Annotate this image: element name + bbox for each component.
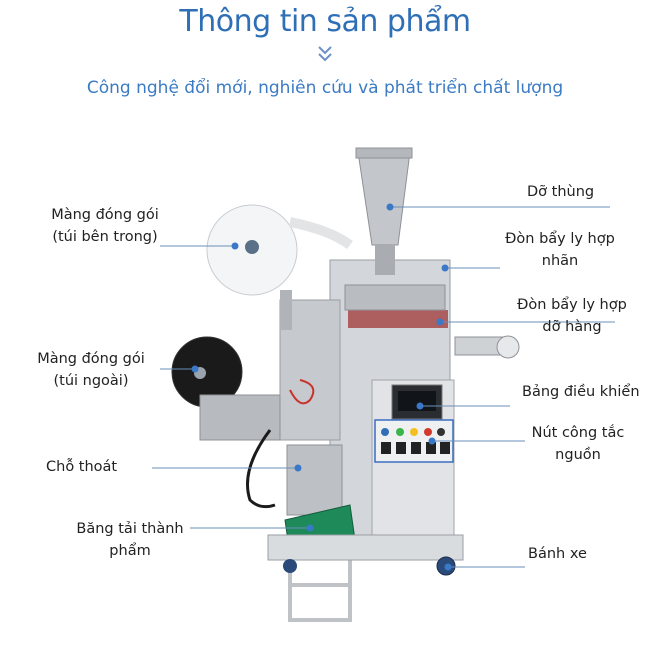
hopper-shape	[357, 151, 411, 246]
label-inner-film-line2: (túi bên trong)	[52, 229, 158, 245]
label-conveyor-line1: Băng tải thành	[76, 521, 184, 537]
label-load-lever: Đòn bẩy ly hợp dỡ hàng	[508, 294, 636, 338]
leader-dots	[191, 203, 452, 571]
label-outer-film-line1: Màng đóng gói	[37, 351, 145, 367]
label-load-lever-line1: Đòn bẩy ly hợp	[517, 297, 627, 313]
label-tag-lever: Đòn bẩy ly hợp nhãn	[496, 228, 624, 272]
label-outer-film-line2: (túi ngoài)	[53, 373, 129, 389]
label-outlet: Chỗ thoát	[46, 456, 117, 478]
label-inner-film: Màng đóng gói (túi bên trong)	[42, 204, 168, 248]
label-wheel: Bánh xe	[528, 543, 587, 565]
label-conveyor: Băng tải thành phẩm	[68, 518, 192, 562]
label-power-switch-line1: Nút công tắc	[531, 425, 625, 441]
label-hopper: Dỡ thùng	[527, 181, 594, 203]
label-outlet-text: Chỗ thoát	[46, 459, 118, 475]
label-control-panel: Bảng điều khiển	[522, 381, 640, 403]
double-chevron-down-icon	[318, 46, 332, 62]
label-tag-lever-line2: nhãn	[541, 253, 579, 269]
label-inner-film-line1: Màng đóng gói	[51, 207, 159, 223]
page-title: Thông tin sản phẩm	[179, 4, 471, 39]
leader-lines	[152, 206, 615, 568]
label-wheel-text: Bánh xe	[528, 546, 587, 562]
label-tag-lever-line1: Đòn bẩy ly hợp	[505, 231, 615, 247]
label-outer-film: Màng đóng gói (túi ngoài)	[28, 348, 154, 392]
label-hopper-text: Dỡ thùng	[527, 184, 595, 200]
label-power-switch: Nút công tắc nguồn	[520, 422, 636, 466]
machine-illustration	[171, 147, 520, 622]
label-power-switch-line2: nguồn	[555, 447, 601, 463]
page-subtitle: Công nghệ đổi mới, nghiên cứu và phát tr…	[86, 78, 564, 98]
label-control-panel-text: Bảng điều khiển	[522, 384, 640, 400]
label-load-lever-line2: dỡ hàng	[542, 319, 602, 335]
label-conveyor-line2: phẩm	[109, 543, 151, 559]
